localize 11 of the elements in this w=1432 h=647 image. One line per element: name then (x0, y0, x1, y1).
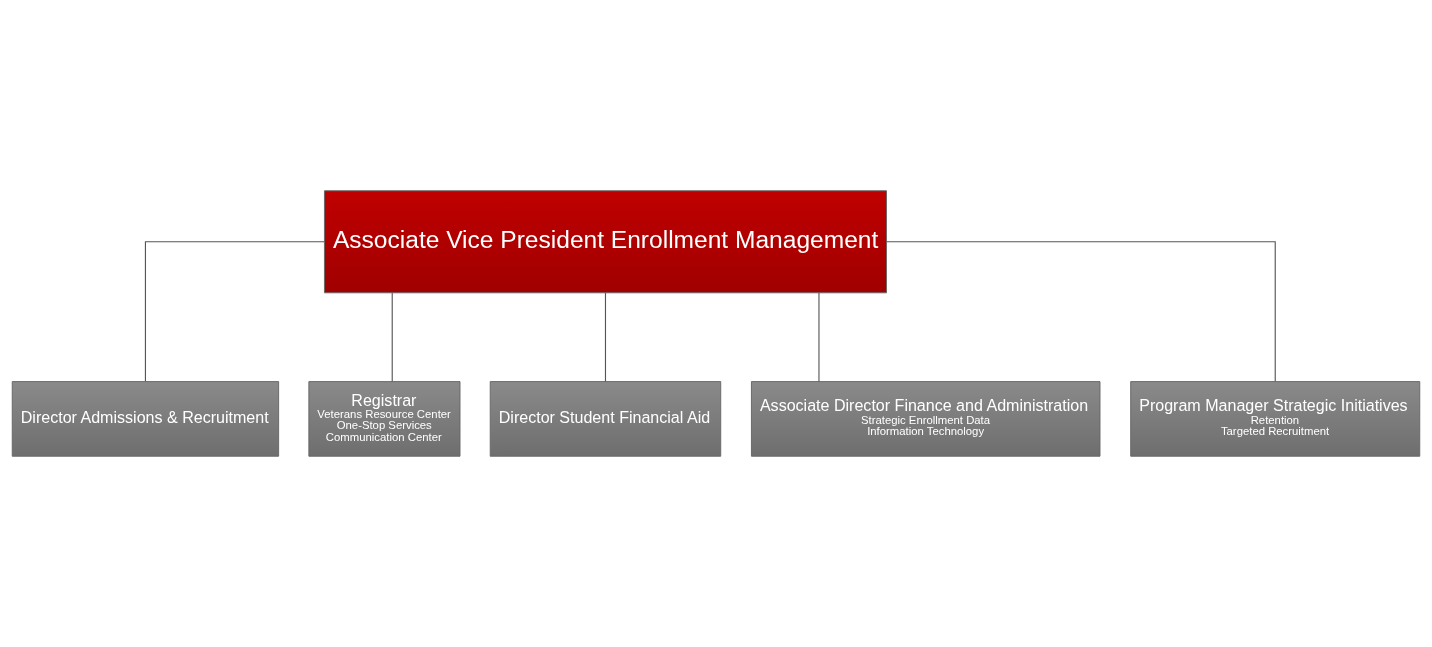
node-box: Director Student Financial Aid (489, 381, 722, 457)
connector (886, 241, 1276, 382)
node-box: Director Admissions & Recruitment (11, 381, 280, 457)
connector (604, 292, 607, 383)
connector (818, 292, 820, 383)
connector (144, 241, 325, 382)
node-box: Associate Director Finance and Administration Strategic Enrollment Data Information Technology (750, 381, 1101, 457)
node-box: Associate Vice President Enrollment Management (323, 190, 887, 294)
node-box: Program Manager Strategic Initiatives Retention Targeted Recruitment (1130, 381, 1421, 457)
node-box: Registrar Veterans Resource Center One-Stop Services Communication Center (308, 381, 461, 457)
connector (391, 292, 393, 383)
